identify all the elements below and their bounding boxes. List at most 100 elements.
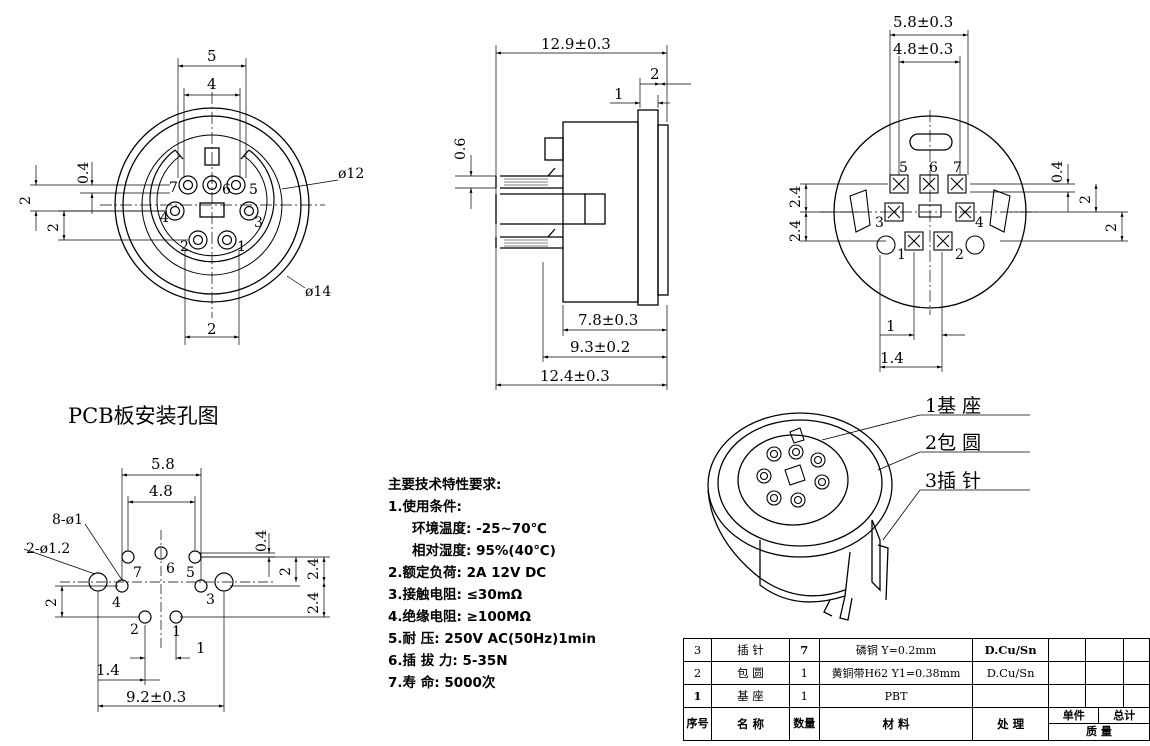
front-pin-6: 6 <box>222 182 231 198</box>
rear-pin-4: 4 <box>975 215 984 231</box>
spec-line: 6.插 拔 力: 5-35N <box>388 653 508 669</box>
rear-dim-2-a: 2 <box>1078 195 1094 204</box>
spec-line: 5.耐 压: 250V AC(50Hz)1min <box>388 631 596 647</box>
front-pin-5: 5 <box>249 182 258 198</box>
front-pin-2: 2 <box>180 239 189 255</box>
front-pin-7: 7 <box>169 180 178 196</box>
bom-blank <box>1122 684 1150 708</box>
bom-blank <box>1122 638 1150 662</box>
pcb-labels: 5.8 4.8 8-ø1 2-ø1.2 0.4 2 2.4 2.4 2 1.4 … <box>26 455 322 706</box>
bom-header-unit: 单件 <box>1049 708 1100 723</box>
side-view-labels: 12.9±0.3 2 1 0.6 7.8±0.3 9.3±0.2 12.4±0.… <box>453 35 660 385</box>
table-row: 1 基 座 1 PBT <box>682 684 1150 708</box>
bom-qty: 7 <box>788 638 820 662</box>
bom-qty: 1 <box>788 684 820 708</box>
side-dim-12.9: 12.9±0.3 <box>541 35 611 53</box>
callout-base: 1基 座 <box>925 395 981 417</box>
bom-blank <box>1047 638 1087 662</box>
bom-blank <box>1122 661 1150 685</box>
bom-blank <box>1085 661 1124 685</box>
pcb-pin-2: 2 <box>130 622 139 638</box>
bom-header-material: 材 料 <box>818 707 974 741</box>
spec-block: 主要技术特性要求: 1.使用条件: 环境温度: -25~70℃ 相对湿度: 95… <box>388 474 678 694</box>
pcb-dim-1: 1 <box>196 639 206 657</box>
pcb-title: PCB板安装孔图 <box>68 404 219 428</box>
pcb-dim-8-dia1: 8-ø1 <box>52 512 83 528</box>
bom-name: 插 针 <box>711 638 790 662</box>
front-dim-dia12: ø12 <box>338 166 364 182</box>
front-dim-2-bottom: 2 <box>207 320 217 338</box>
pcb-pin-6: 6 <box>166 561 175 577</box>
bom-header-qty: 数量 <box>788 707 820 741</box>
pcb-dim-1.4: 1.4 <box>96 661 120 679</box>
spec-line: 1.使用条件: <box>388 499 462 515</box>
bom-header-name: 名 称 <box>711 707 790 741</box>
rear-pin-7: 7 <box>953 160 962 176</box>
front-dim-2-left: 2 <box>18 196 34 205</box>
pcb-dim-2.4-bottom: 2.4 <box>306 592 322 614</box>
spec-line: 环境温度: -25~70℃ <box>412 521 547 537</box>
bom-name: 包 圆 <box>711 661 790 685</box>
spec-line: 4.绝缘电阻: ≥100MΩ <box>388 609 532 625</box>
rear-pin-1: 1 <box>897 247 906 263</box>
front-dim-4: 4 <box>207 75 217 93</box>
bom-qty: 1 <box>788 661 820 685</box>
bom-material: PBT <box>818 684 974 708</box>
bom-blank <box>1047 684 1087 708</box>
bom-treatment: D.Cu/Sn <box>972 661 1049 685</box>
rear-view <box>800 30 1128 372</box>
front-view-labels: 5 4 2 0.4 2 2 ø12 ø14 7 6 5 4 3 2 1 <box>18 47 364 338</box>
spec-line: 7.寿 命: 5000次 <box>388 675 496 691</box>
bom-blank <box>1047 661 1087 685</box>
rear-dim-0.4: 0.4 <box>1050 161 1066 183</box>
front-pin-4: 4 <box>160 210 169 226</box>
pcb-pin-5: 5 <box>186 565 195 581</box>
rear-dim-5.8: 5.8±0.3 <box>893 13 953 31</box>
pcb-pin-4: 4 <box>112 595 121 611</box>
rear-pin-5: 5 <box>899 160 908 176</box>
front-dim-dia14: ø14 <box>305 284 331 300</box>
table-row: 3 插 针 7 磷铜 Y=0.2mm D.Cu/Sn <box>682 638 1150 662</box>
bom-header-mass: 质 量 <box>1086 725 1112 738</box>
pcb-pin-3: 3 <box>206 592 215 608</box>
rear-dim-2.4-top: 2.4 <box>788 186 804 208</box>
pcb-dim-5.8: 5.8 <box>151 455 175 473</box>
bom-header-treatment: 处 理 <box>972 707 1049 741</box>
pcb-dim-9.2: 9.2±0.3 <box>126 688 186 706</box>
pcb-dim-0.4: 0.4 <box>254 530 270 552</box>
side-dim-7.8: 7.8±0.3 <box>578 311 638 329</box>
pcb-dim-2-dia1.2: 2-ø1.2 <box>26 541 70 557</box>
isometric-view <box>707 412 1030 621</box>
bom-name: 基 座 <box>711 684 790 708</box>
front-dim-5: 5 <box>207 47 217 65</box>
front-dim-2-mid: 2 <box>46 223 62 232</box>
pcb-pin-1: 1 <box>172 624 181 640</box>
pcb-dim-2.4-top: 2.4 <box>306 558 322 580</box>
bom-table: 3 插 针 7 磷铜 Y=0.2mm D.Cu/Sn 2 包 圆 1 黄铜带H6… <box>682 638 1150 741</box>
bom-header-no: 序号 <box>682 707 713 741</box>
callout-shell: 2包 圆 <box>925 432 981 454</box>
rear-dim-2-b: 2 <box>1104 223 1120 232</box>
side-dim-0.6: 0.6 <box>453 138 469 160</box>
pcb-pin-7: 7 <box>133 565 142 581</box>
pcb-dim-2-left: 2 <box>44 598 60 607</box>
pcb-dim-4.8: 4.8 <box>149 482 173 500</box>
bom-blank <box>1085 638 1124 662</box>
rear-pin-3: 3 <box>875 215 884 231</box>
bom-no: 2 <box>682 661 713 685</box>
rear-dim-1.4: 1.4 <box>880 349 904 367</box>
bom-treatment: D.Cu/Sn <box>972 638 1049 662</box>
rear-dim-4.8: 4.8±0.3 <box>893 40 953 58</box>
rear-dim-2.4-bottom: 2.4 <box>788 220 804 242</box>
callouts: 1基 座 2包 圆 3插 针 <box>925 395 981 492</box>
front-dim-0.4: 0.4 <box>76 162 92 184</box>
spec-title: 主要技术特性要求: <box>388 477 502 493</box>
front-pin-3: 3 <box>254 215 263 231</box>
side-view <box>455 45 691 390</box>
callout-pin: 3插 针 <box>925 470 981 492</box>
pcb-dim-2-right: 2 <box>278 567 294 576</box>
front-pin-1: 1 <box>237 239 246 255</box>
rear-view-labels: 5.8±0.3 4.8±0.3 0.4 2.4 2.4 2 2 1 1.4 5 … <box>788 13 1120 367</box>
spec-line: 2.额定负荷: 2A 12V DC <box>388 565 547 581</box>
